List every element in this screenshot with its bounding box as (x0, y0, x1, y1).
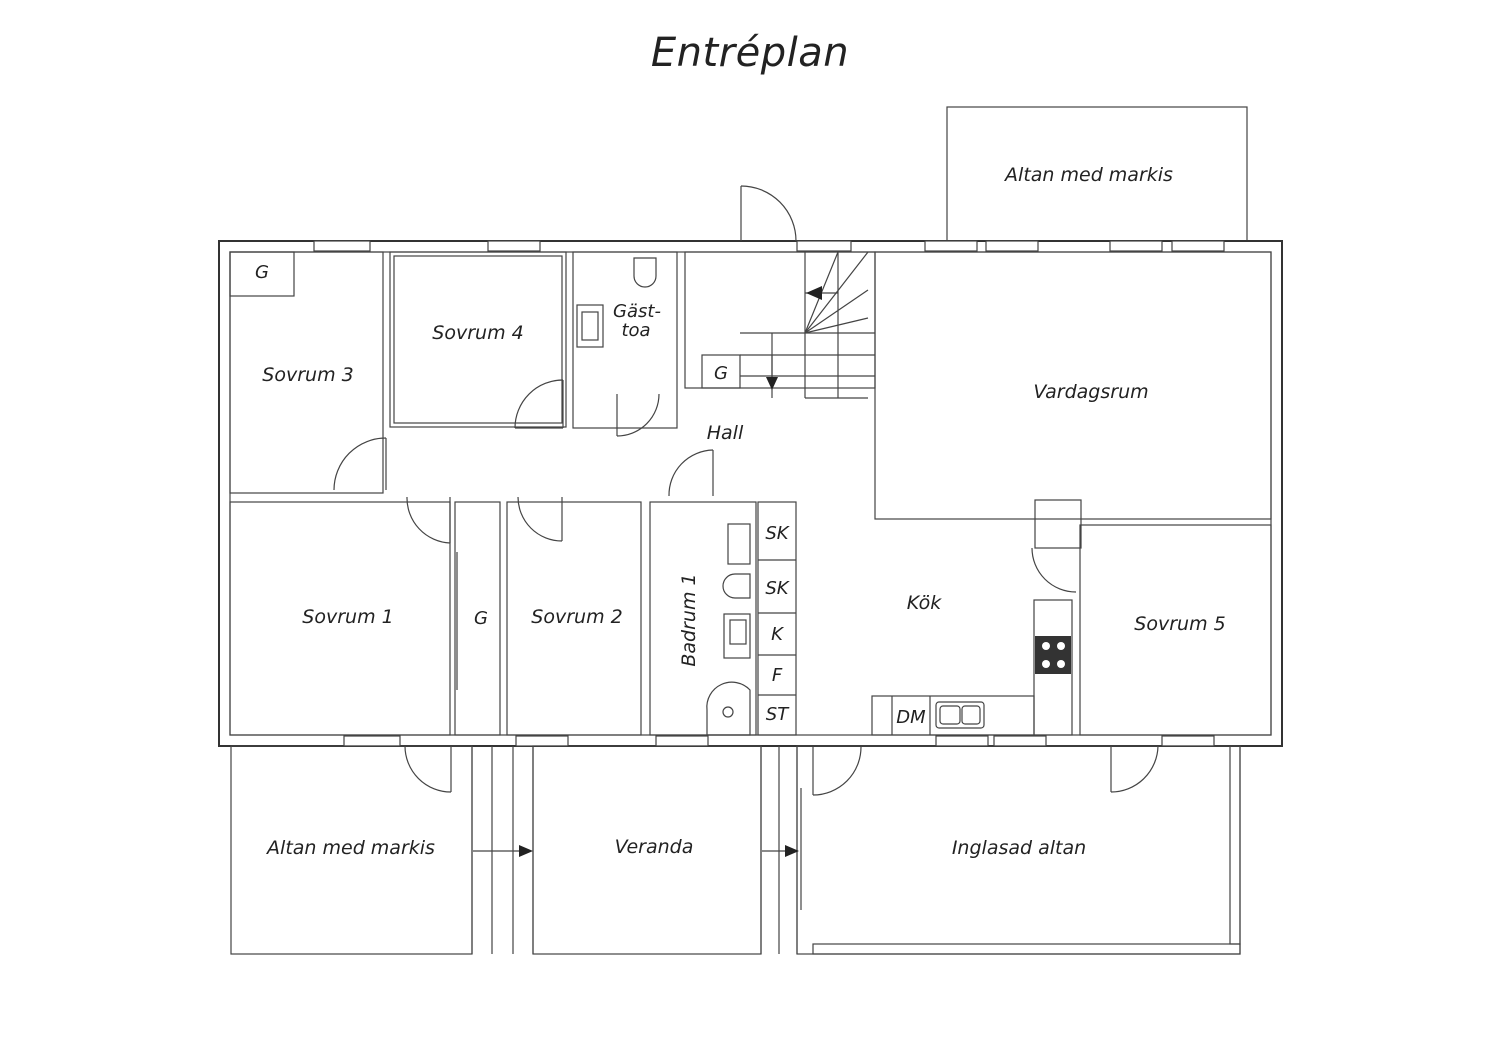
label-sovrum5: Sovrum 5 (1134, 613, 1225, 635)
entrance-door (740, 185, 797, 242)
label-altan-top: Altan med markis (1003, 164, 1173, 186)
label-kok: Kök (907, 592, 942, 614)
windows-bottom (343, 735, 1215, 747)
label-sk1: SK (765, 523, 789, 544)
lower-terraces (230, 745, 1241, 955)
label-f: F (772, 665, 783, 686)
label-altan-bottom: Altan med markis (265, 837, 435, 859)
label-sovrum4: Sovrum 4 (432, 322, 523, 344)
bathroom-fixtures (576, 257, 751, 736)
stair-arrow-left (806, 286, 822, 300)
label-sovrum1: Sovrum 1 (302, 606, 393, 628)
interior-walls (229, 251, 1272, 736)
windows-top (313, 240, 1225, 252)
door-swings (333, 379, 1159, 796)
stove (1035, 636, 1071, 674)
label-vardagsrum: Vardagsrum (1033, 381, 1148, 403)
label-g-closet: G (474, 608, 488, 629)
label-inglasad-altan: Inglasad altan (952, 837, 1086, 859)
label-dm: DM (896, 707, 926, 728)
label-g-stair: G (714, 363, 728, 384)
label-sk2: SK (765, 578, 789, 599)
label-st: ST (766, 704, 790, 725)
label-hall: Hall (707, 422, 744, 444)
plan-title: Entréplan (650, 30, 850, 76)
label-gasttoa-1: Gäst- (613, 301, 661, 322)
label-g-sovrum3: G (255, 262, 269, 283)
label-k: K (771, 624, 784, 645)
label-sovrum3: Sovrum 3 (262, 364, 353, 386)
label-badrum1: Badrum 1 (678, 573, 700, 666)
stair-arrow-down (766, 377, 778, 390)
kitchen-sink (935, 701, 985, 729)
staircase (740, 251, 875, 399)
label-veranda: Veranda (615, 836, 694, 858)
label-sovrum2: Sovrum 2 (531, 606, 622, 628)
label-gasttoa-2: toa (621, 320, 650, 341)
